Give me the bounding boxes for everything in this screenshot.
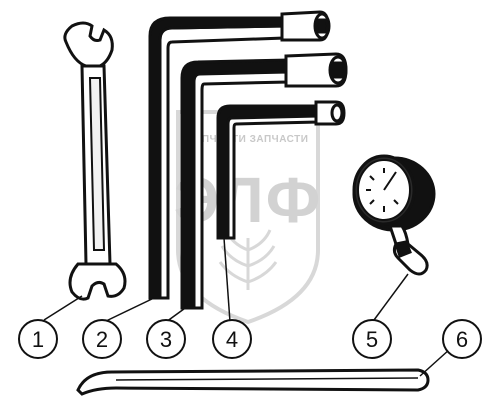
leader-line-1 [43, 295, 83, 321]
leader-line-4 [223, 237, 231, 323]
tire-pressure-gauge [352, 154, 436, 276]
callout-label-3: 3 [160, 327, 172, 352]
callout-2: 2 [82, 319, 122, 359]
callout-4: 4 [212, 319, 252, 359]
callout-6: 6 [442, 319, 482, 359]
leader-line-5 [373, 273, 409, 321]
callout-label-5: 5 [366, 327, 378, 352]
callout-1: 1 [18, 319, 58, 359]
callout-5: 5 [352, 319, 392, 359]
callout-label-2: 2 [96, 327, 108, 352]
callout-label-6: 6 [456, 327, 468, 352]
callout-3: 3 [146, 319, 186, 359]
tire-lever [76, 368, 430, 396]
gauge-dial-icon [366, 168, 399, 212]
leader-line-2 [103, 297, 155, 323]
leader-line-3 [165, 305, 189, 323]
open-end-wrench [63, 21, 127, 301]
large-socket-wrench [148, 10, 331, 300]
small-socket-wrench [216, 100, 346, 240]
watermark-top-text: ЗАПЧАСТИ ЗАПЧАСТИ [188, 134, 309, 145]
callout-label-1: 1 [32, 327, 44, 352]
callout-label-4: 4 [226, 327, 238, 352]
medium-socket-wrench [180, 52, 348, 310]
